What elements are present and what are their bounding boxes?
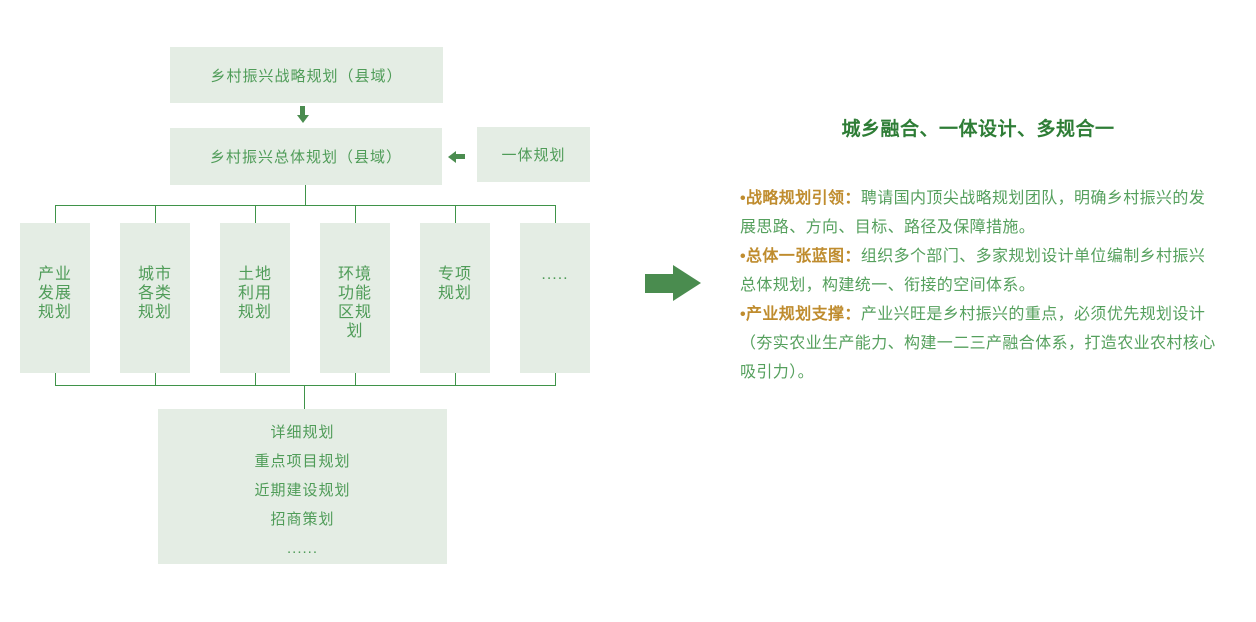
connector-bottom-vertical (304, 385, 305, 409)
bullet-heading: •总体一张蓝图： (740, 248, 861, 265)
bottom-box-line: 重点项目规划 (254, 453, 351, 470)
box-detail-plans: 详细规划 重点项目规划 近期建设规划 招商策划 ...... (158, 409, 447, 564)
box-land-use-plan: 土地 利用 规划 (220, 223, 290, 373)
box-environment-zone-plan: 环境 功能 区规 划 (320, 223, 390, 373)
box-integrated-plan: 一体规划 (477, 127, 590, 182)
bullet-heading: •产业规划支撑： (740, 306, 861, 323)
bottom-box-line: 招商策划 (270, 511, 335, 528)
box-city-plans: 城市 各类 规划 (120, 223, 190, 373)
connector-stub-top-4 (355, 205, 356, 223)
bullet-paragraph: •战略规划引领：聘请国内顶尖战略规划团队，明确乡村振兴的发展思路、方向、目标、路… (740, 184, 1216, 242)
connector-stub-bottom-3 (255, 373, 256, 385)
bullet-body: 组织多个部门、多家规划设计单位编制乡村振兴总体规划，构建统一、衔接的空间体系。 (740, 248, 1206, 294)
connector-stub-bottom-5 (455, 373, 456, 385)
box-overall-plan: 乡村振兴总体规划（县域） (170, 128, 442, 185)
connector-stub-bottom-2 (155, 373, 156, 385)
bullet-heading: •战略规划引领： (740, 190, 861, 207)
connector-stub-top-3 (255, 205, 256, 223)
panel-title: 城乡融合、一体设计、多规合一 (841, 119, 1115, 140)
description-panel: 城乡融合、一体设计、多规合一 •战略规划引领：聘请国内顶尖战略规划团队，明确乡村… (740, 117, 1216, 387)
connector-top-vertical (305, 185, 306, 205)
bullet-body: 产业兴旺是乡村振兴的重点，必须优先规划设计（夯实农业生产能力、构建一二三产融合体… (740, 306, 1216, 381)
bottom-box-line: 近期建设规划 (254, 482, 351, 499)
box-ellipsis: ..... (520, 223, 590, 373)
connector-stub-bottom-4 (355, 373, 356, 385)
connector-stub-bottom-6 (555, 373, 556, 385)
bullet-paragraph: •产业规划支撑：产业兴旺是乡村振兴的重点，必须优先规划设计（夯实农业生产能力、构… (740, 300, 1216, 387)
box-strategic-plan: 乡村振兴战略规划（县域） (170, 47, 443, 103)
connector-stub-bottom-1 (55, 373, 56, 385)
bullet-body: 聘请国内顶尖战略规划团队，明确乡村振兴的发展思路、方向、目标、路径及保障措施。 (740, 190, 1206, 236)
bullet-paragraph: •总体一张蓝图：组织多个部门、多家规划设计单位编制乡村振兴总体规划，构建统一、衔… (740, 242, 1216, 300)
connector-stub-top-1 (55, 205, 56, 223)
connector-stub-top-5 (455, 205, 456, 223)
bottom-box-line: ...... (286, 540, 318, 557)
box-industry-plan: 产业 发展 规划 (20, 223, 90, 373)
connector-stub-top-2 (155, 205, 156, 223)
connector-top-horizontal (55, 205, 556, 206)
connector-bottom-horizontal (55, 385, 556, 386)
connector-stub-top-6 (555, 205, 556, 223)
box-special-plan: 专项 规划 (420, 223, 490, 373)
bottom-box-line: 详细规划 (270, 424, 335, 441)
